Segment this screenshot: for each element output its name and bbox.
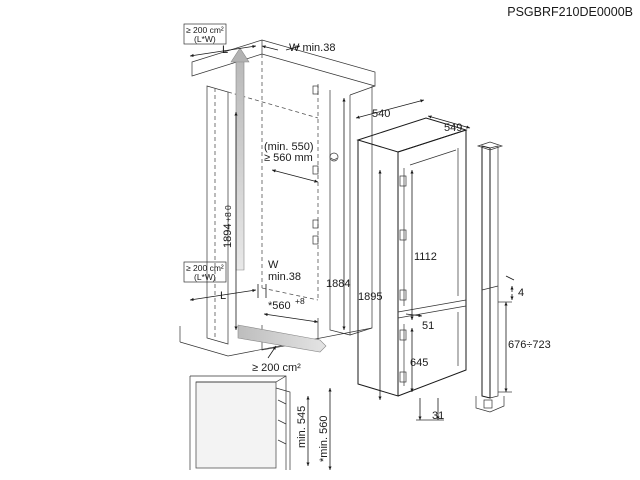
top-vent-callout: ≥ 200 cm² (L*W) L (183, 23, 257, 58)
dim-1895-label: 1895 (358, 291, 382, 303)
bottom-vent-callout: ≥ 200 cm² (252, 345, 301, 374)
dim-645-label: 645 (410, 357, 428, 369)
vent-mid-label: ≥ 200 cm² (186, 263, 224, 273)
min-560-label: ≥ 560 mm (264, 152, 313, 164)
min-560-star-label: *min. 560 (318, 416, 330, 462)
dim-540: 540 (355, 99, 425, 120)
product-code: PSGBRF210DE0000B (507, 5, 633, 19)
dim-1112-label: 1112 (414, 251, 437, 263)
appliance-body (356, 117, 468, 397)
dim-560-tol: +8 (295, 296, 305, 306)
mid-vent-callout: ≥ 200 cm² (L*W) L (183, 261, 257, 302)
w-mid-val: min.38 (268, 271, 301, 283)
L-top-label: L (222, 44, 228, 56)
dim-min-545: min. 545 (296, 396, 310, 466)
dim-51: 51 (405, 313, 434, 332)
dim-4-label: 4 (518, 287, 524, 299)
dim-1884-label: 1884 (326, 278, 350, 290)
dim-1112: 1112 (410, 170, 437, 320)
dim-51-label: 51 (422, 320, 434, 332)
dim-549: 549 (427, 115, 471, 134)
L-mid-label: L (220, 290, 226, 302)
dim-549-label: 549 (444, 122, 462, 134)
vent-bottom-label: ≥ 200 cm² (252, 362, 301, 374)
vent-top-label: ≥ 200 cm² (186, 25, 224, 35)
dim-676-723: 676÷723 (498, 301, 551, 393)
depth-min-callout: (min. 550) ≥ 560 mm (264, 141, 339, 183)
dim-31-label: 31 (432, 410, 444, 422)
dim-560: *560 +8 (263, 296, 319, 324)
w-min-top: W min.38 (261, 42, 335, 54)
dim-min-560: *min. 560 (318, 388, 332, 470)
dim-676-723-label: 676÷723 (508, 339, 551, 351)
min-545-label: min. 545 (296, 406, 308, 448)
side-section (189, 375, 291, 470)
w-min-top-label: W min.38 (289, 42, 335, 54)
dim-1894-label: 1894 (222, 224, 234, 248)
dim-1894-tol: +8 0 (223, 205, 233, 222)
dim-4: 4 (505, 275, 524, 300)
w-min-mid: W min.38 (257, 259, 301, 298)
vent-mid-sub: (L*W) (194, 272, 216, 282)
min-550-label: (min. 550) (264, 141, 314, 153)
air-inlet-arrow (237, 324, 327, 353)
vent-top-sub: (L*W) (194, 34, 216, 44)
dim-1895: 1895 (358, 170, 382, 400)
dim-645: 645 (410, 328, 428, 392)
dim-540-label: 540 (372, 108, 390, 120)
dim-31: 31 (416, 398, 444, 422)
dim-560-label: *560 (268, 300, 291, 312)
door-panel (475, 141, 505, 413)
cabinet-niche (179, 39, 376, 357)
w-mid-label: W (268, 259, 279, 271)
dim-1884: 1884 (326, 98, 350, 330)
